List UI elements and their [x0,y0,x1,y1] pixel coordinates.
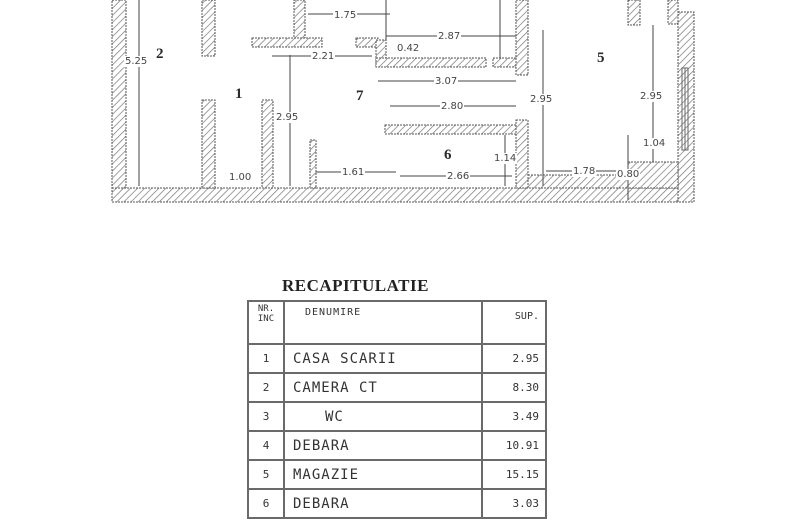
header-sup: SUP. [481,300,547,345]
cell-sup: 8.30 [481,372,547,403]
header-denumire: DENUMIRE [283,300,483,345]
dimension-label: 2.21 [311,51,336,62]
room-label: 6 [444,147,452,163]
dimension-label: 1.04 [642,138,667,149]
room-label: 5 [597,50,605,66]
recap-title: RECAPITULATIE [282,276,429,295]
table-row: 5 MAGAZIE 15.15 [247,459,547,490]
table-row: 2 CAMERA CT 8.30 [247,372,547,403]
dimension-label: 5.25 [124,56,149,67]
recap-table: NR. INC DENUMIRE SUP. 1 CASA SCARII 2.95… [247,300,547,519]
cell-denumire: MAGAZIE [283,459,483,490]
cell-denumire: CASA SCARII [283,343,483,374]
dimension-label: 1.75 [333,10,358,21]
dimension-label: 2.95 [275,112,300,123]
cell-nr: 5 [247,459,285,490]
cell-sup: 3.49 [481,401,547,432]
table-row: 3 WC 3.49 [247,401,547,432]
cell-nr: 6 [247,488,285,519]
cell-nr: 4 [247,430,285,461]
floor-plan: 1 2 5 6 7 1.75 5.25 2.21 0.42 2.87 3.07 … [0,0,800,210]
cell-denumire: WC [283,401,483,432]
dimension-label: 2.95 [639,91,664,102]
cell-nr: 3 [247,401,285,432]
cell-sup: 15.15 [481,459,547,490]
dimension-label: 0.42 [396,43,421,54]
dimension-label: 2.66 [446,171,471,182]
cell-denumire: CAMERA CT [283,372,483,403]
floor-plan-drawing [111,0,695,203]
cell-sup: 2.95 [481,343,547,374]
dimension-label: 1.00 [228,172,253,183]
dimension-label: 1.14 [493,153,518,164]
header-nr-inc: NR. INC [247,300,285,345]
cell-denumire: DEBARA [283,430,483,461]
room-label: 1 [235,86,243,102]
cell-nr: 2 [247,372,285,403]
dimension-label: 2.87 [437,31,462,42]
cell-sup: 3.03 [481,488,547,519]
dimension-label: 0.80 [616,169,641,180]
dimension-label: 1.61 [341,167,366,178]
room-label: 7 [356,88,364,104]
cell-sup: 10.91 [481,430,547,461]
header-nr: NR. [257,304,275,314]
dimension-label: 2.80 [440,101,465,112]
table-row: 4 DEBARA 10.91 [247,430,547,461]
table-row: 1 CASA SCARII 2.95 [247,343,547,374]
dimension-label: 1.78 [572,166,597,177]
cell-nr: 1 [247,343,285,374]
cell-denumire: DEBARA [283,488,483,519]
table-row: 6 DEBARA 3.03 [247,488,547,519]
dimension-label: 3.07 [434,76,459,87]
header-inc: INC [257,314,275,324]
room-label: 2 [156,46,164,62]
dimension-label: 2.95 [529,94,554,105]
table-header-row: NR. INC DENUMIRE SUP. [247,300,547,345]
